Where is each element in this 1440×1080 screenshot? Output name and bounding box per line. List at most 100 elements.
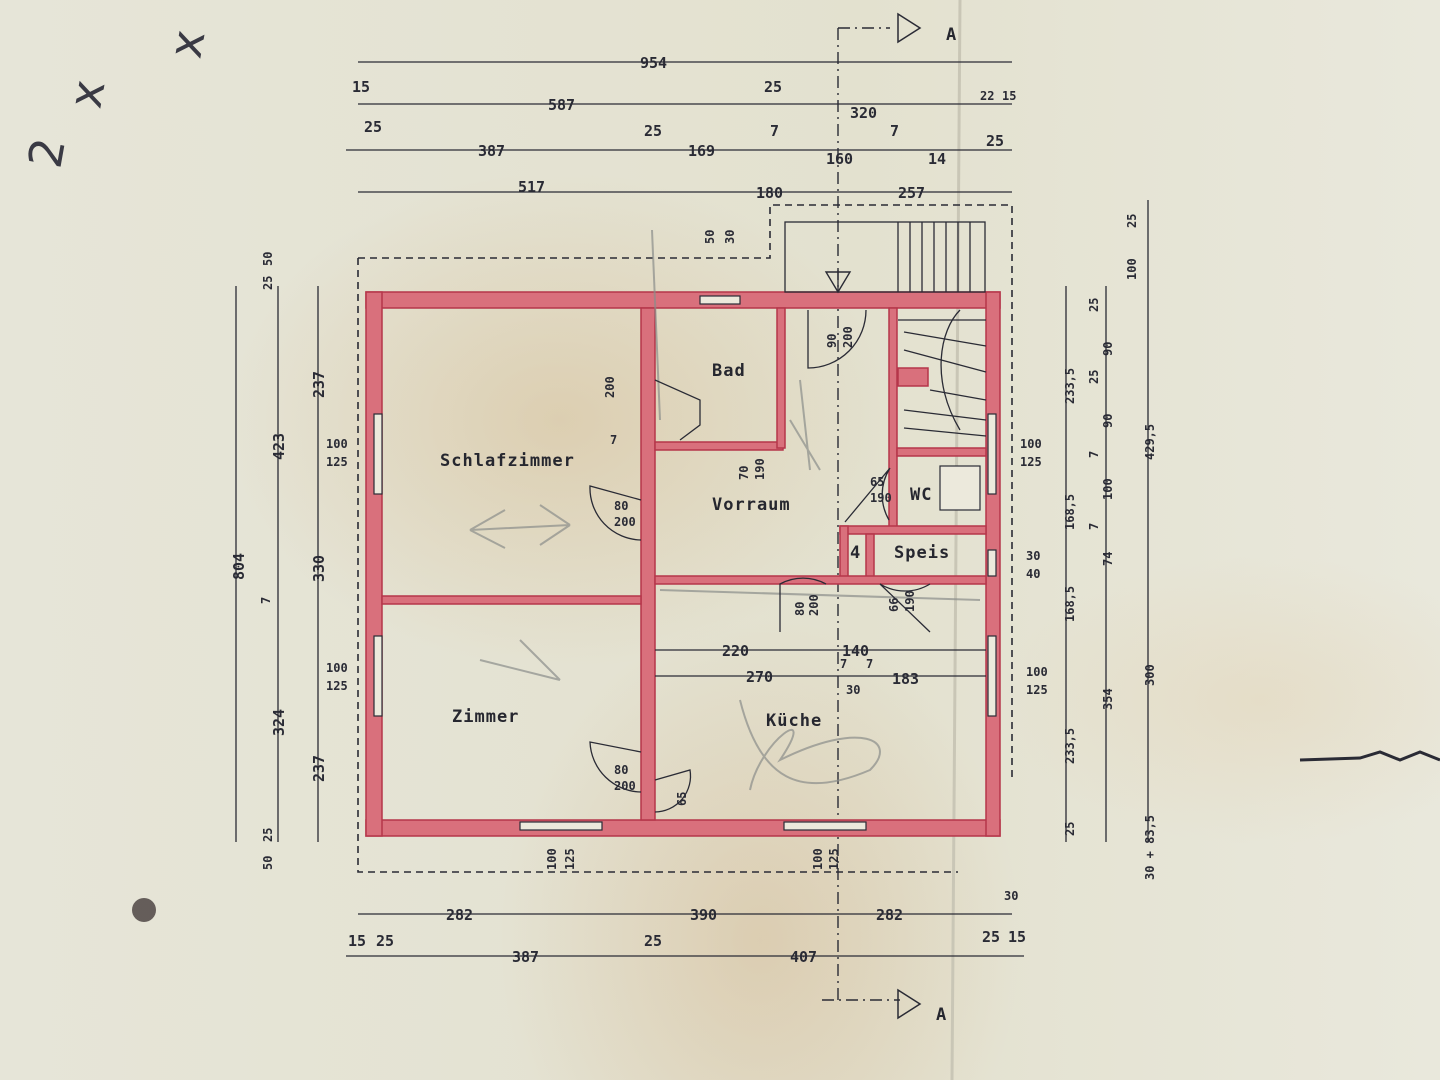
dim-label: 587: [548, 96, 575, 114]
dim-label: 15: [352, 78, 370, 96]
dim-label: 429,5: [1143, 424, 1157, 460]
dim-overall-width: 954: [640, 54, 667, 72]
dim-label: 25: [376, 932, 394, 950]
room-wc: WC: [910, 485, 932, 505]
dim-label: 517: [518, 178, 545, 196]
edge-scribble: [1299, 750, 1440, 762]
door-wc: [844, 467, 891, 523]
dim-label: 15: [1008, 928, 1026, 946]
dim-label: 282: [446, 906, 473, 924]
dim-label: 160: [826, 150, 853, 168]
dim-label: 190: [903, 590, 917, 612]
chimney: [897, 367, 929, 387]
dim-label: 190: [870, 491, 892, 505]
dim-label: 100: [1125, 258, 1139, 280]
window-right-upper: [987, 413, 997, 495]
dim-label: 40: [1026, 567, 1040, 581]
dim-label: 74: [1101, 552, 1115, 566]
dim-label: 25: [764, 78, 782, 96]
door-zimmer: [589, 741, 642, 793]
dim-label: 80: [614, 763, 628, 777]
section-arrow-icon: [897, 12, 922, 44]
dim-label: 7: [890, 122, 899, 140]
dim-label: 15: [1002, 89, 1016, 103]
dim-label: 125: [326, 679, 348, 693]
window-left-lower: [373, 635, 383, 717]
margin-note: 2: [18, 134, 76, 172]
dim-label: 50: [261, 252, 275, 266]
dim-label: 25: [364, 118, 382, 136]
dimensions-top: 954 15 587 25 320 22 15 25 387 25 169 7 …: [346, 54, 1016, 244]
dimensions-left: 804 423 324 25 50 7 50 25 237 330 237: [230, 252, 328, 870]
dim-label: 387: [512, 948, 539, 966]
bad-tub-outline: [654, 379, 701, 441]
dim-label: 25: [1087, 370, 1101, 384]
dimensions-bottom: 282 390 282 30 15 25 387 25 407 25 15: [346, 889, 1026, 966]
dim-label: 25: [1087, 298, 1101, 312]
wc-fixture: [939, 465, 981, 511]
dim-label: 90: [825, 334, 839, 348]
ink-blot: [132, 898, 156, 922]
dim-label: 300: [1143, 664, 1157, 686]
dim-label: 200: [807, 594, 821, 616]
dim-label: 7: [610, 433, 617, 447]
walls: [365, 291, 1001, 837]
dim-label: 190: [753, 458, 767, 480]
door-kueche-b: [654, 769, 692, 813]
window-right-lower: [987, 635, 997, 717]
dim-label: 66: [887, 598, 901, 612]
dim-label: 354: [1101, 688, 1115, 710]
dim-label: 220: [722, 642, 749, 660]
dim-label: 100: [1101, 478, 1115, 500]
dim-label: 140: [842, 642, 869, 660]
dim-label: 100: [326, 437, 348, 451]
dim-label: 7: [259, 597, 273, 604]
dim-label: 15: [348, 932, 366, 950]
dim-label: 125: [563, 848, 577, 870]
dim-label: 125: [827, 848, 841, 870]
dim-label: 7: [840, 657, 847, 671]
dim-label: 70: [737, 466, 751, 480]
opening-labels: 100 125 100 125 100 125 100 125 30 40 10…: [326, 326, 1048, 870]
dim-label: 233,5: [1063, 368, 1077, 404]
dim-label: 25: [261, 276, 275, 290]
dim-label: 423: [270, 433, 288, 460]
dim-label: 25: [1063, 822, 1077, 836]
dim-label: 330: [310, 555, 328, 582]
window-bad: [699, 295, 741, 305]
dim-label: 282: [876, 906, 903, 924]
dim-label: 183: [892, 670, 919, 688]
window-bottom-left: [519, 821, 603, 831]
dim-label: 100: [811, 848, 825, 870]
dim-label: 200: [614, 515, 636, 529]
door-speis: [879, 583, 931, 633]
dim-label: 237: [310, 371, 328, 398]
dim-label: 50: [703, 230, 717, 244]
dim-label: 324: [270, 709, 288, 736]
section-label-top: A: [946, 25, 957, 45]
dim-label: 25: [1125, 214, 1139, 228]
room-speis: Speis: [894, 543, 950, 563]
room-kueche: Küche: [766, 711, 822, 731]
room-zimmer: Zimmer: [452, 707, 519, 727]
dim-label: 125: [1020, 455, 1042, 469]
dim-label: 80: [614, 499, 628, 513]
dim-label: 804: [230, 553, 248, 580]
dim-label: 22: [980, 89, 994, 103]
dim-label: 30 + 83,5: [1143, 815, 1157, 880]
dim-label: 125: [1026, 683, 1048, 697]
margin-note: x: [158, 26, 216, 62]
dim-label: 25: [644, 932, 662, 950]
dim-label: 14: [928, 150, 946, 168]
dim-label: 90: [1101, 414, 1115, 428]
dim-label: 7: [770, 122, 779, 140]
dim-label: 80: [793, 602, 807, 616]
dim-label: 168,5: [1063, 494, 1077, 530]
dim-label: 390: [690, 906, 717, 924]
dim-label: 237: [310, 755, 328, 782]
pencil-marks: [469, 229, 981, 791]
door-schlafzimmer: [589, 485, 642, 541]
dim-label: 200: [614, 779, 636, 793]
roof-outline: [357, 204, 1013, 873]
